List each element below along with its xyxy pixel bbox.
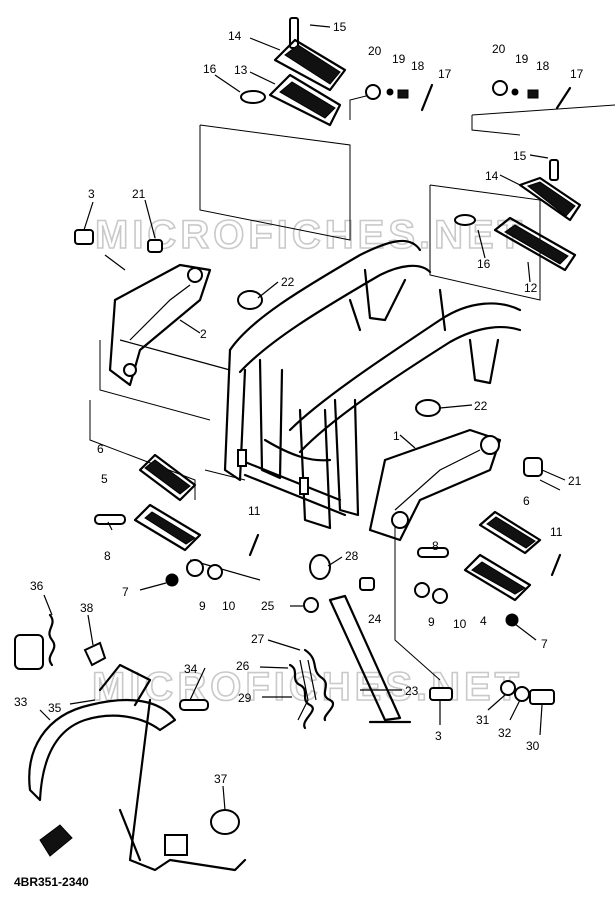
callout-32: 32 [498, 726, 512, 740]
callout-6: 6 [523, 494, 530, 508]
callout-17: 17 [438, 67, 452, 81]
callout-34: 34 [184, 662, 198, 676]
callout-labels: 15 14 16 13 20 19 18 17 20 19 18 17 15 1… [14, 20, 584, 786]
callout-18: 18 [536, 59, 550, 73]
callout-7: 7 [541, 637, 548, 651]
callout-19: 19 [392, 52, 406, 66]
callout-22: 22 [474, 399, 488, 413]
callout-21: 21 [132, 187, 146, 201]
callout-23: 23 [405, 684, 419, 698]
callout-17: 17 [570, 67, 584, 81]
callout-13: 13 [234, 63, 248, 77]
callout-18: 18 [411, 59, 425, 73]
callout-10: 10 [222, 599, 236, 613]
callout-12: 12 [524, 281, 538, 295]
front-footrest-right [414, 510, 562, 627]
callout-29: 29 [238, 691, 252, 705]
callout-6: 6 [97, 442, 104, 456]
callout-2: 2 [200, 327, 207, 341]
callout-25: 25 [261, 599, 275, 613]
callout-5: 5 [101, 472, 108, 486]
callout-37: 37 [214, 772, 228, 786]
callout-3: 3 [88, 187, 95, 201]
callout-38: 38 [80, 601, 94, 615]
callout-35: 35 [48, 701, 62, 715]
callout-1: 1 [393, 429, 400, 443]
callout-33: 33 [14, 695, 28, 709]
callout-8: 8 [432, 539, 439, 553]
callout-14: 14 [228, 29, 242, 43]
callout-10: 10 [453, 617, 467, 631]
callout-16: 16 [477, 257, 491, 271]
callout-36: 36 [30, 579, 44, 593]
frame-section [223, 239, 522, 530]
watermark-upper: MICROFICHES.NET [95, 213, 526, 257]
callout-20: 20 [368, 44, 382, 58]
callout-27: 27 [251, 632, 265, 646]
callout-21: 21 [568, 474, 582, 488]
callout-11: 11 [248, 504, 261, 518]
callout-30: 30 [526, 739, 540, 753]
callout-24: 24 [368, 612, 382, 626]
callout-9: 9 [428, 615, 435, 629]
side-stand [288, 554, 412, 730]
front-footrest-left [94, 453, 260, 587]
callout-15: 15 [513, 149, 527, 163]
right-fasteners [429, 680, 555, 705]
callout-26: 26 [236, 659, 250, 673]
rear-footrest-left [240, 17, 434, 127]
diagram-reference-code: 4BR351-2340 [14, 875, 89, 889]
callout-15: 15 [333, 20, 347, 34]
callout-20: 20 [492, 42, 506, 56]
footrest-bracket-left [74, 229, 263, 387]
rear-footrest-right [454, 80, 582, 272]
callout-14: 14 [485, 169, 499, 183]
callout-3: 3 [435, 729, 442, 743]
callout-7: 7 [122, 585, 129, 599]
callout-22: 22 [281, 275, 295, 289]
callout-leaders [39, 24, 566, 811]
callout-11: 11 [550, 525, 563, 539]
callout-31: 31 [476, 713, 490, 727]
callout-9: 9 [199, 599, 206, 613]
footrest-bracket-right [368, 399, 543, 542]
center-stand [14, 613, 247, 872]
callout-16: 16 [203, 62, 217, 76]
callout-4: 4 [480, 614, 487, 628]
callout-28: 28 [345, 549, 359, 563]
callout-19: 19 [515, 52, 529, 66]
callout-8: 8 [104, 549, 111, 563]
